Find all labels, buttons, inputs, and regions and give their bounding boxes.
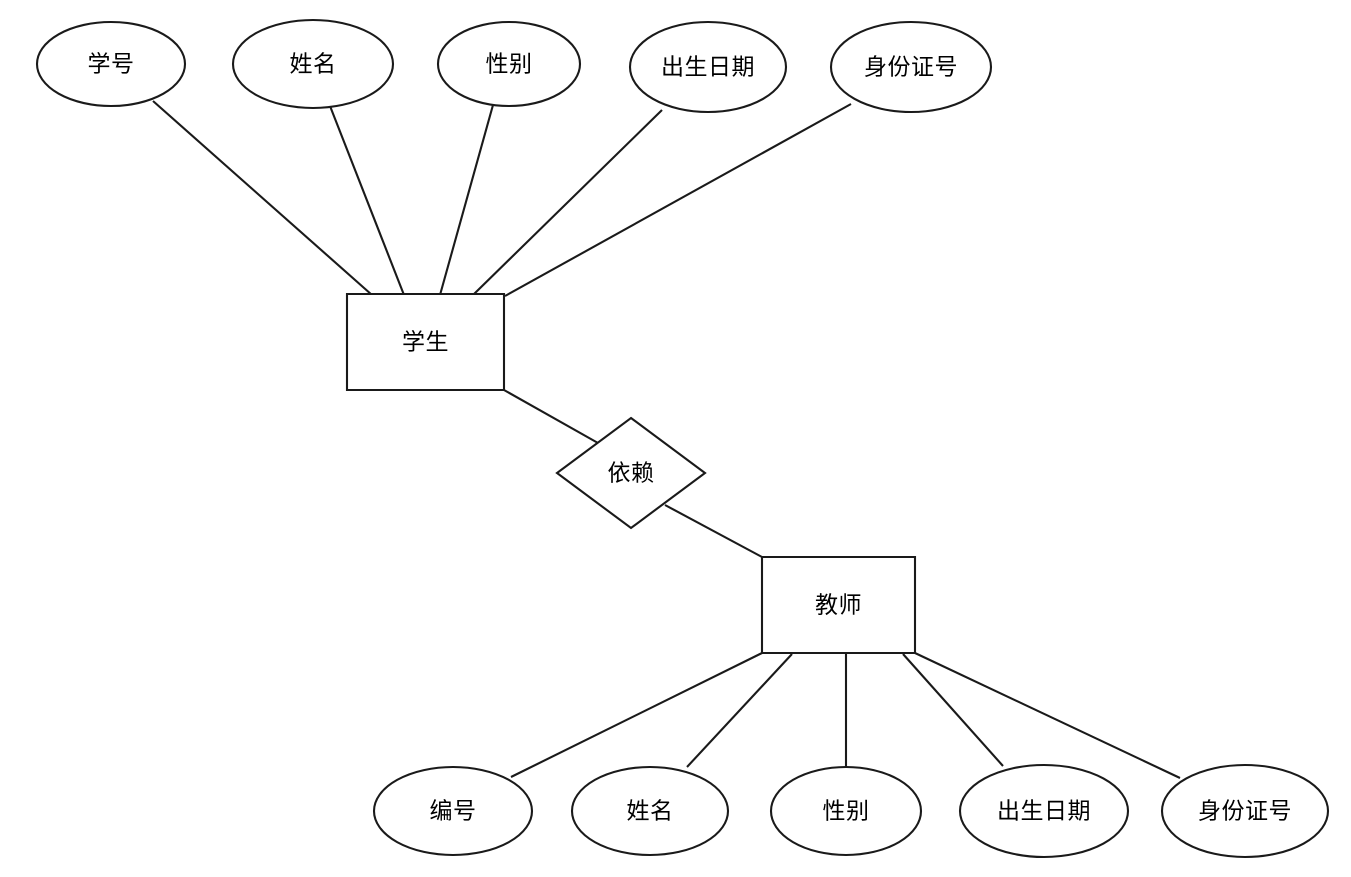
- connector-line-e-stu-birth: [472, 109, 663, 296]
- connector-line-e-tea-name: [686, 653, 793, 768]
- attribute-ellipse-tea-sex[interactable]: [771, 767, 921, 855]
- attribute-ellipse-tea-name[interactable]: [572, 767, 728, 855]
- attribute-stu-birth[interactable]: 出生日期: [630, 22, 786, 112]
- attribute-label-tea-no: 编号: [430, 799, 477, 825]
- attribute-stu-name[interactable]: 姓名: [233, 20, 393, 108]
- entity-box-student[interactable]: [347, 294, 504, 390]
- attribute-label-tea-birth: 出生日期: [997, 799, 1091, 825]
- attribute-label-stu-sex: 性别: [486, 52, 533, 78]
- relationship-label-depends: 依赖: [608, 461, 655, 487]
- attribute-ellipse-stu-sex[interactable]: [438, 22, 580, 106]
- entity-label-teacher: 教师: [815, 593, 862, 619]
- connector-line-e-rel-tea: [664, 504, 763, 558]
- attribute-label-tea-idcard: 身份证号: [1198, 799, 1292, 825]
- connector-line-e-tea-idcard: [914, 652, 1181, 779]
- entity-student[interactable]: 学生: [347, 294, 504, 390]
- attribute-ellipse-stu-idcard[interactable]: [831, 22, 991, 112]
- attribute-tea-name[interactable]: 姓名: [572, 767, 728, 855]
- attribute-ellipse-stu-birth[interactable]: [630, 22, 786, 112]
- attribute-stu-idcard[interactable]: 身份证号: [831, 22, 991, 112]
- attribute-label-stu-name: 姓名: [290, 52, 337, 78]
- connector-line-e-tea-birth: [902, 653, 1004, 767]
- attribute-tea-birth[interactable]: 出生日期: [960, 765, 1128, 857]
- relationship-depends[interactable]: 依赖: [557, 418, 705, 528]
- attribute-label-tea-name: 姓名: [627, 799, 674, 825]
- attribute-tea-sex[interactable]: 性别: [771, 767, 921, 855]
- attribute-stu-sex[interactable]: 性别: [438, 22, 580, 106]
- attribute-label-stu-birth: 出生日期: [661, 55, 755, 81]
- connector-line-e-stu-id: [152, 100, 373, 296]
- attribute-ellipse-stu-name[interactable]: [233, 20, 393, 108]
- edge-layer: [152, 100, 1181, 779]
- attribute-ellipse-tea-birth[interactable]: [960, 765, 1128, 857]
- connector-line-e-stu-idcard: [504, 103, 852, 297]
- relationship-diamond-depends[interactable]: [557, 418, 705, 528]
- attribute-tea-no[interactable]: 编号: [374, 767, 532, 855]
- attribute-label-stu-id: 学号: [88, 52, 135, 78]
- entity-label-student: 学生: [402, 330, 449, 356]
- attribute-ellipse-tea-no[interactable]: [374, 767, 532, 855]
- attribute-stu-id[interactable]: 学号: [37, 22, 185, 106]
- connector-line-e-stu-name: [329, 105, 405, 296]
- connector-line-e-stu-rel: [503, 389, 599, 444]
- attribute-tea-idcard[interactable]: 身份证号: [1162, 765, 1328, 857]
- attribute-label-stu-idcard: 身份证号: [864, 55, 958, 81]
- connector-line-e-tea-no: [510, 652, 763, 778]
- shape-layer: 学生教师依赖学号姓名性别出生日期身份证号编号姓名性别出生日期身份证号: [37, 20, 1328, 857]
- attribute-ellipse-tea-idcard[interactable]: [1162, 765, 1328, 857]
- attribute-ellipse-stu-id[interactable]: [37, 22, 185, 106]
- attribute-label-tea-sex: 性别: [823, 799, 870, 825]
- entity-teacher[interactable]: 教师: [762, 557, 915, 653]
- entity-box-teacher[interactable]: [762, 557, 915, 653]
- connector-line-e-stu-sex: [438, 104, 495, 296]
